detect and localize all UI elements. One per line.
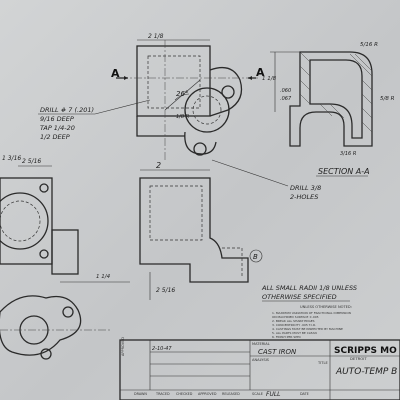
top-view: 26° 1/8 R A A 2 1/8 [111,33,265,160]
notes-radius-line-1: ALL SMALL RADII 1/8 UNLESS [261,284,357,292]
notes-header: UNLESS OTHERWISE NOTED: [300,305,352,309]
section-arrowhead-left [124,76,128,80]
drill-note2-line-1: DRILL 3/8 [290,184,321,192]
drill-note-line-4: 1/2 DEEP [40,133,70,141]
section-dim-067: .067 [280,96,292,102]
section-dim-height: 1 1/8 [262,76,277,82]
title-value: AUTO-TEMP B [335,367,397,377]
section-dim-radius-3: 3/16 R [340,151,356,157]
top-view-body [136,45,211,117]
title-block-frame [119,339,400,400]
notes-item-2: 2. BREAK ALL SHARP EDGES [272,319,315,323]
notes-item-4: 4. CASTINGS MUST BE INSPECTED BY MACHINE [272,327,343,331]
front-view-body [0,177,53,265]
section-view: 1 1/8 .060 .067 5/16 R 5/8 R 3/16 R SECT… [262,42,395,177]
row-label-released: RELEASED [222,392,240,396]
row-label-date: DATE [300,392,309,396]
flange-bolt-hole-2 [40,348,52,360]
scale-value: FULL [266,391,281,398]
drill-note-line-1: DRILL # 7 (.201) [40,106,94,114]
notes-item-5: 5. ALL PARTS MUST BE CLEAN [272,331,317,335]
top-view-hole-lower [193,142,207,156]
front-view-hole-bottom [39,249,49,259]
company-city: DETROIT [350,356,367,361]
drill-note-line-2: 9/16 DEEP [40,115,74,123]
row-label-drawn: DRAWN [134,392,147,396]
material-value: CAST IRON [258,348,297,356]
top-view-step [136,116,185,137]
top-view-inner-hidden [147,55,201,109]
callout-circle-label: B [253,253,258,261]
section-dim-radius: 5/16 R [360,42,378,48]
section-inner [309,59,363,139]
drill-note-leader [94,99,151,115]
notes-radius-line-2: OTHERWISE SPECIFIED [262,293,337,301]
section-arrowhead-right [248,76,252,80]
section-dim-radius-2: 5/8 R [380,96,395,102]
notes-item-3: 3. CONCENTRICITY .005 T.I.R. [272,323,316,327]
section-hatching [299,51,373,133]
analysis-label: ANALYSIS [252,358,270,362]
section-view-label: SECTION A-A [318,167,370,176]
angle-dimension: 26° [176,90,188,98]
drill-note2-line-2: 2-HOLES [290,193,318,201]
top-view-boss [209,66,243,117]
callout-circle [249,249,263,263]
flange-outline [0,295,82,356]
row-label-approved: APPROVED [198,392,217,396]
front-view-boss [51,229,79,275]
flange-bolt-hole-1 [62,306,74,318]
general-notes: ALL SMALL RADII 1/8 UNLESS OTHERWISE SPE… [261,284,357,339]
drill-note-line-3: TAP 1/4-20 [40,124,75,132]
notes-item-1b: ON MACHINED SURFACE ±.005 [272,315,319,319]
front-view-center: 2 2 5/16 B DRILL 3/8 2-HOLES [139,159,321,300]
row-label-traced: TRACED [155,392,170,396]
front-view-dim-width: 2 5/16 [22,158,41,165]
small-radius-dim: 1/8 R [176,114,189,120]
section-marker-right: A [256,66,265,79]
center-view-hidden-cavity [149,185,203,241]
front-view-left: 2 5/16 1 3/16 [0,155,79,275]
front-view-hole-top [39,183,49,193]
material-label: MATERIAL [252,342,270,346]
section-outline [289,51,373,147]
center-view-hidden-bore [222,247,243,276]
dim-top-width: 2 1/8 [148,33,164,40]
center-dim-height: 2 5/16 [156,287,175,294]
section-dim-060: .060 [280,88,291,94]
front-view-dim-left: 1 3/16 [2,155,21,162]
company-name: SCRIPPS MO [334,346,397,356]
front-view-bore [0,192,49,250]
notes-item-6: 6. FINISH PER SPEC [272,335,301,339]
center-view-outline [139,177,249,283]
signature-note: 2-10-47 [152,346,172,352]
top-view-hole-right [221,85,235,99]
left-box-label-approved: APPROVED [121,337,125,356]
bottom-dim-value: 1 1/4 [96,274,111,280]
section-marker-left: A [111,67,120,80]
notes-item-1: 1. MAXIMUM VARIATION OF FRACTIONAL DIMEN… [272,311,351,315]
title-block: APPROVED 2-10-47 MATERIAL CAST IRON ANAL… [119,337,400,400]
row-label-scale: SCALE [252,392,263,396]
drill-note2-leader [211,159,289,187]
angle-arc [174,93,190,101]
top-view-bore-circle [184,87,230,133]
bottom-view-left: 1 1/4 [0,274,130,360]
front-view-bore-inner [0,200,41,242]
title-label: TITLE [317,361,328,365]
drill-note: DRILL # 7 (.201) 9/16 DEEP TAP 1/4-20 1/… [38,99,151,141]
top-view-bore-inner [192,95,222,125]
row-label-checked: CHECKED [176,392,193,396]
center-dim-width: 2 [156,161,161,170]
